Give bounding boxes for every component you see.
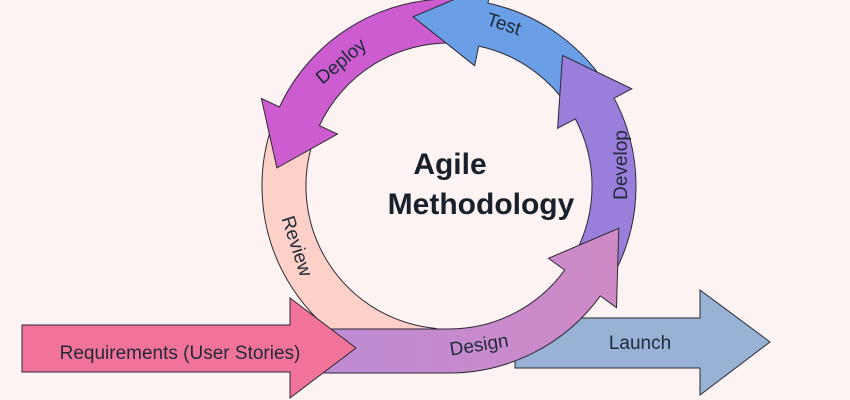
design-arrow <box>319 227 620 374</box>
develop-arrow <box>557 54 637 275</box>
launch-label: Launch <box>609 333 671 354</box>
launch-arrow <box>514 289 771 397</box>
requirements-label: Requirements (User Stories) <box>60 343 301 364</box>
requirements-arrow <box>21 296 357 400</box>
title-line-2: Methodology <box>388 188 575 221</box>
deploy-arrow <box>260 0 456 169</box>
title-line-1: Agile <box>413 148 486 181</box>
develop-label: Develop <box>611 130 632 200</box>
